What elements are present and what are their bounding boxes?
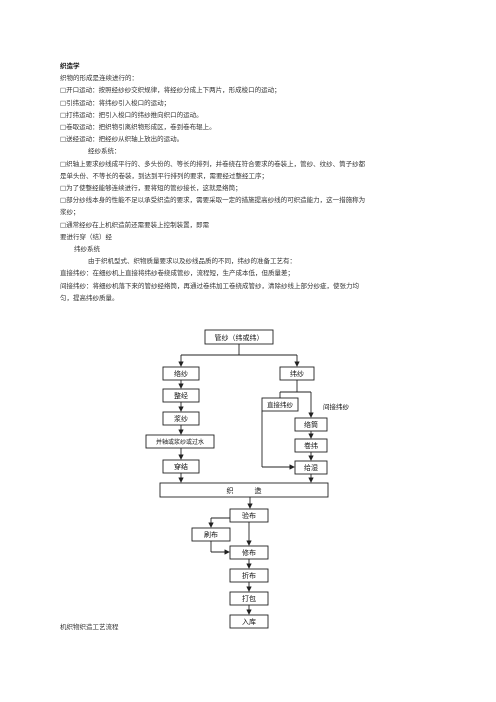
label-top: 管纱（纬或纬）	[215, 333, 264, 342]
label-warp-1: 整经	[174, 391, 188, 400]
text-line: 织物的形成是连续进行的：	[60, 74, 138, 83]
label-finish-2: 修布	[242, 548, 256, 557]
section-heading: 经纱系统：	[88, 147, 121, 156]
label-warp-3: 并轴或浆纱或过水	[156, 438, 204, 446]
label-finish-0: 验布	[242, 511, 256, 520]
label-warp-0: 络纱	[174, 369, 188, 378]
label-weft-indirect-2: 给湿	[304, 463, 318, 472]
box-finish-5	[229, 614, 269, 629]
text-line: □为了使整经能够连续进行，要将短的管纱接长，这就是络筒；	[60, 184, 242, 193]
text-line: □部分纱线本身的性能不足以承受织造的要求，需要采取一定的措施提高纱线的可织造能力…	[60, 196, 366, 205]
text-line: □通常经纱在上机织造前还需要装上控制装置，即需	[60, 220, 210, 229]
box-warp-3	[145, 434, 215, 449]
text-line: □打纬运动：把引入梭口的纬纱推向织口的运动。	[60, 110, 203, 119]
label-finish-4: 打包	[242, 594, 256, 603]
text-line: 由于织机型式、织物质量要求以及纱线品质的不同，纬纱的准备工艺有：	[88, 257, 296, 266]
label-finish-5: 入库	[242, 617, 256, 626]
box-weft-direct	[261, 397, 299, 412]
label-finish-1: 刷布	[204, 530, 218, 539]
label-warp-4: 穿结	[174, 462, 188, 471]
box-weave	[159, 482, 329, 498]
doc-title: 织造学	[60, 62, 80, 70]
text-line: □开口运动：按照经纱纱交织规律，将经纱分成上下两片，形成梭口的运动；	[60, 86, 281, 95]
text-line: 间接纬纱：将细纱机落下来的管纱经络筒，再通过卷纬加工卷绕成管纱，清除纱线上部分纱…	[60, 281, 359, 290]
text-line: 要进行穿（结）经	[60, 232, 112, 241]
text-line: □引纬运动：将纬纱引入梭口的运动；	[60, 98, 171, 107]
label-weft-indirect-0: 络筒	[304, 420, 318, 429]
text-line: □送经运动：把经纱从织轴上放出的运动。	[60, 135, 184, 144]
section-heading: 纬纱系统	[74, 245, 100, 254]
text-block: 织造学 织物的形成是连续进行的： □开口运动：按照经纱纱交织规律，将经纱分成上下…	[60, 60, 432, 304]
text-line: 是单头份、不等长的卷装，到达到平行排列的要求，需要经过整经工序；	[60, 171, 268, 180]
label-weft-top: 纬纱	[290, 369, 304, 378]
text-line: 浆纱；	[60, 208, 80, 217]
text-line: □卷取运动：把织物引离织物形成区，卷到卷布辊上。	[60, 123, 216, 132]
text-line: 直接纬纱：在细纱机上直接将纬纱卷绕成管纱，流程短，生产成本低，但质量差；	[60, 269, 294, 278]
label-warp-2: 浆纱	[174, 414, 188, 423]
text-line: 匀，提高纬纱质量。	[60, 293, 119, 302]
label-weft-indirect: 间接纬纱	[323, 402, 350, 411]
text-line: □织轴上要求纱线成平行的、多头份的、等长的排列，并卷绕在符合要求的卷装上，管纱、…	[60, 159, 366, 168]
label-finish-3: 折布	[242, 571, 256, 580]
label-weft-direct: 直接纬纱	[267, 400, 294, 409]
figure-caption: 机织物织造工艺流程	[60, 623, 119, 631]
label-weave: 织 造	[227, 486, 262, 495]
label-weft-indirect-1: 卷纬	[304, 441, 318, 450]
